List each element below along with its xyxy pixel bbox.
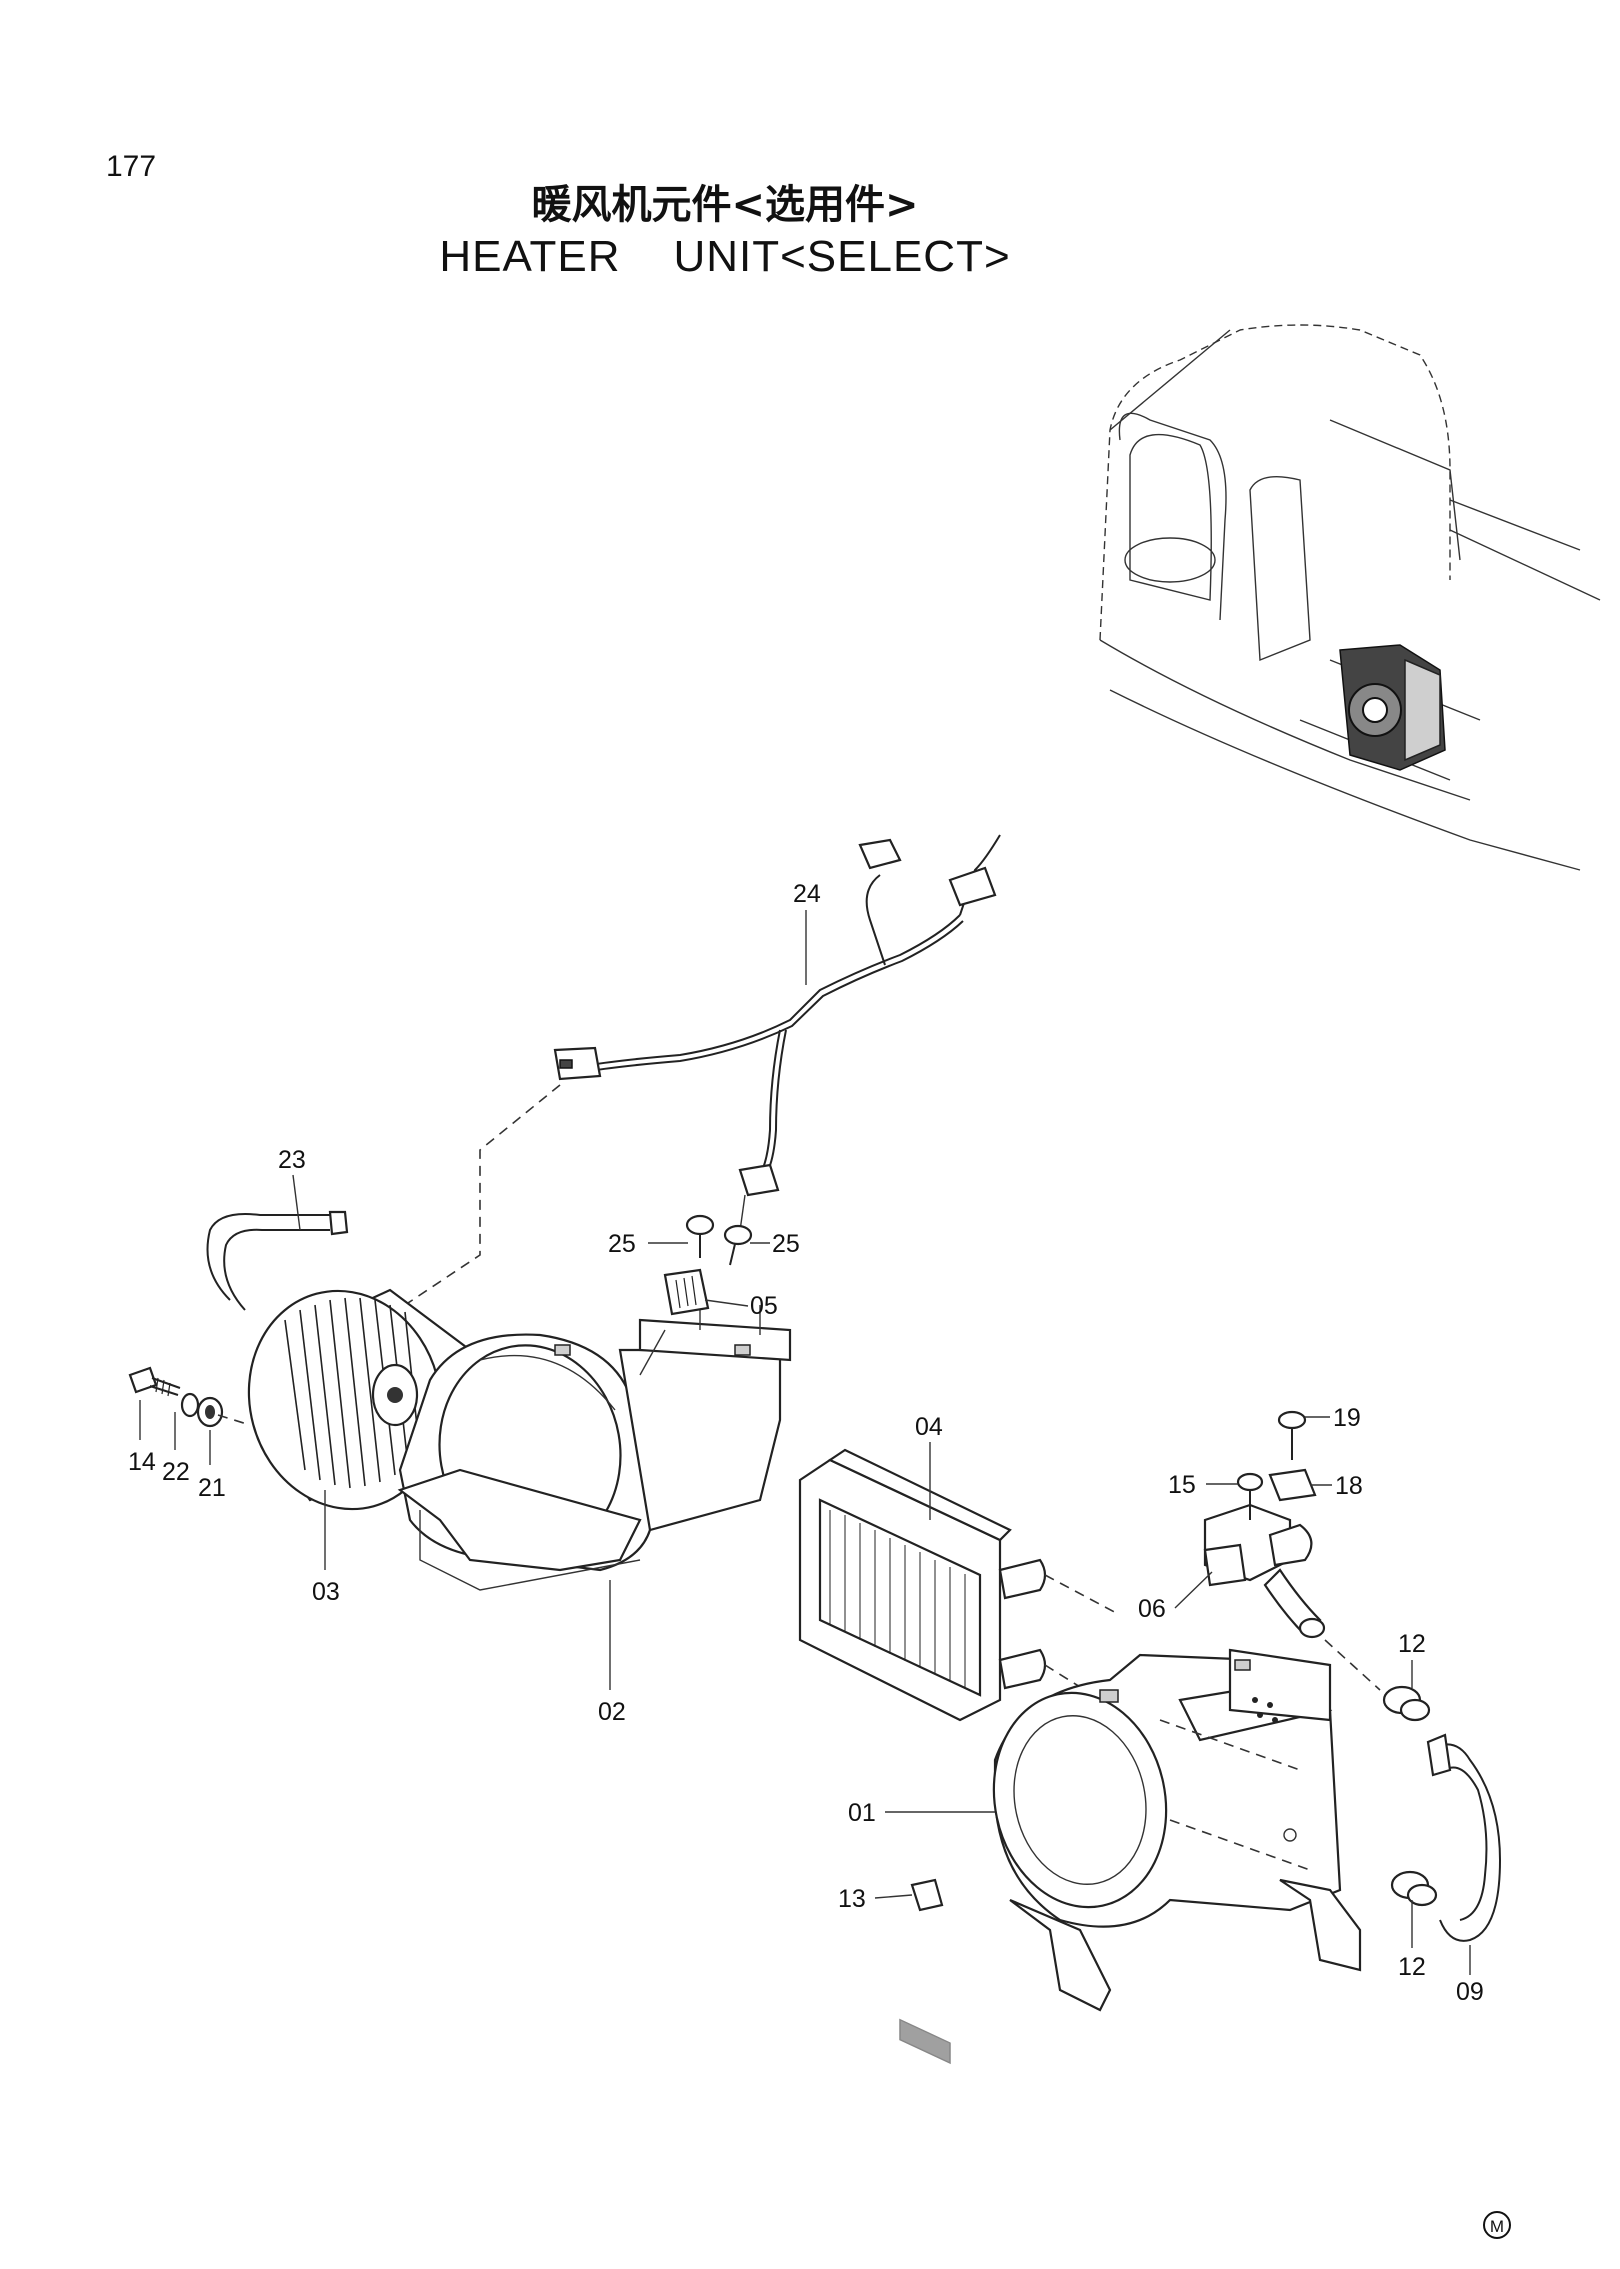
callout-25-right: 25 — [772, 1230, 800, 1258]
callout-14: 14 — [128, 1448, 156, 1476]
screws-25 — [685, 1214, 753, 1266]
leader-lines — [139, 910, 1471, 1975]
callout-24: 24 — [793, 880, 821, 908]
upper-case-02 — [397, 1300, 792, 1591]
callout-18: 18 — [1335, 1472, 1363, 1500]
page-title-chinese: 暖风机元件<选用件> — [531, 182, 919, 228]
page-number: 177 — [106, 150, 157, 183]
callout-25-left: 25 — [608, 1230, 636, 1258]
wire-harness-24 — [389, 834, 1001, 1316]
callout-15: 15 — [1168, 1471, 1196, 1499]
screw-19 — [1277, 1410, 1307, 1460]
heater-core-04 — [798, 1448, 1121, 2065]
bracket-18 — [1268, 1468, 1317, 1502]
callout-02: 02 — [598, 1698, 626, 1726]
callout-12-upper: 12 — [1398, 1630, 1426, 1658]
callout-01: 01 — [848, 1799, 876, 1827]
callout-05: 05 — [750, 1292, 778, 1320]
callout-21: 21 — [198, 1474, 226, 1502]
callout-12-lower: 12 — [1398, 1953, 1426, 1981]
hose-clamp-12-lower — [1390, 1870, 1438, 1907]
callout-13: 13 — [838, 1885, 866, 1913]
footer-mark: M — [1483, 2211, 1511, 2239]
hose-clamp-12-upper — [1382, 1685, 1431, 1722]
hose-09 — [1426, 1733, 1502, 1942]
callout-23: 23 — [278, 1146, 306, 1174]
callout-04: 04 — [915, 1413, 943, 1441]
footer-mark-letter: M — [1490, 2217, 1504, 2236]
connector-05 — [639, 1268, 710, 1376]
page-title-english: HEATER UNIT<SELECT> — [439, 232, 1011, 281]
callout-03: 03 — [312, 1578, 340, 1606]
clip-13 — [910, 1878, 944, 1912]
cab-location-inset — [1099, 324, 1601, 871]
callout-22: 22 — [162, 1458, 190, 1486]
callout-19: 19 — [1333, 1404, 1361, 1432]
callout-06: 06 — [1138, 1595, 1166, 1623]
lower-case-01 — [992, 1648, 1362, 2012]
water-valve-06 — [1203, 1503, 1381, 1691]
callout-09: 09 — [1456, 1978, 1484, 2006]
fasteners-14-22-21 — [128, 1366, 251, 1428]
screw-15 — [1236, 1472, 1264, 1520]
